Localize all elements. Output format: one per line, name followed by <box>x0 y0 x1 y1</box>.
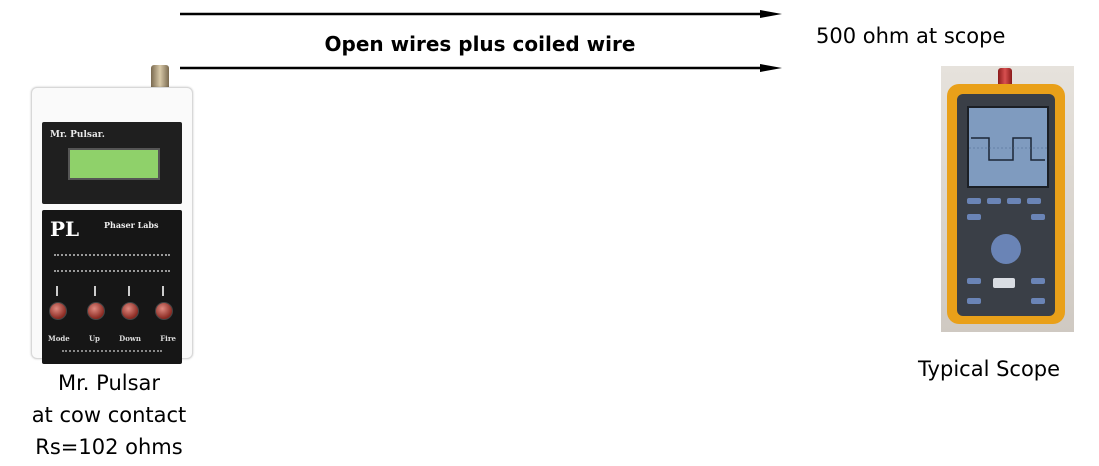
scope-button <box>967 198 981 204</box>
scope-screen <box>967 106 1049 188</box>
footer-text-line <box>62 350 162 354</box>
key-labels: Mode Up Down Fire <box>48 334 176 343</box>
knob-tick <box>94 286 96 296</box>
scope-button <box>1031 298 1045 304</box>
mr-pulsar-device-image: Mr. Pulsar. PL Phaser Labs Mode Up Down … <box>31 65 193 364</box>
scope-button <box>967 214 981 220</box>
bottom-wire-arrowhead <box>760 64 782 72</box>
key-label: Down <box>119 334 141 343</box>
caption-line: Rs=102 ohms <box>35 435 183 459</box>
fire-knob <box>155 302 173 320</box>
scope-termination-label: 500 ohm at scope <box>816 24 1006 48</box>
key-label: Up <box>88 334 100 343</box>
scope-case <box>947 84 1065 324</box>
scope-waveform <box>969 137 1047 161</box>
knob-tick <box>128 286 130 296</box>
device-top-panel: Mr. Pulsar. <box>42 122 182 204</box>
device-brand: Mr. Pulsar. <box>50 130 105 140</box>
knob-tick <box>56 286 58 296</box>
scope-button <box>993 278 1015 288</box>
maker-name: Phaser Labs <box>104 220 159 230</box>
scope-button <box>987 198 1001 204</box>
output-connector <box>151 65 169 89</box>
scope-caption: Typical Scope <box>918 357 1061 381</box>
knob-tick <box>162 286 164 296</box>
caption-line: Mr. Pulsar <box>57 371 161 395</box>
spec-text-block <box>54 254 170 272</box>
mode-knob <box>49 302 67 320</box>
scope-face <box>957 94 1055 316</box>
scope-button <box>1031 278 1045 284</box>
device-control-panel: PL Phaser Labs Mode Up Down Fire <box>42 210 182 364</box>
caption-line: at cow contact <box>31 403 187 427</box>
top-wire-arrowhead <box>760 10 782 18</box>
down-knob <box>121 302 139 320</box>
key-label: Mode <box>48 334 70 343</box>
phaser-labs-logo: PL <box>50 217 80 241</box>
scope-button <box>1031 214 1045 220</box>
device-body: Mr. Pulsar. PL Phaser Labs Mode Up Down … <box>31 87 193 364</box>
oscilloscope-image <box>941 66 1074 332</box>
scope-button <box>967 278 981 284</box>
up-knob <box>87 302 105 320</box>
key-label: Fire <box>160 334 176 343</box>
scope-button <box>1027 198 1041 204</box>
mr-pulsar-caption: Mr. Pulsar at cow contact Rs=102 ohms <box>0 367 218 463</box>
device-lcd <box>68 148 160 180</box>
scope-button <box>967 298 981 304</box>
scope-button <box>1007 198 1021 204</box>
scope-navigation-pad <box>991 234 1021 264</box>
wire-label: Open wires plus coiled wire <box>324 32 636 56</box>
